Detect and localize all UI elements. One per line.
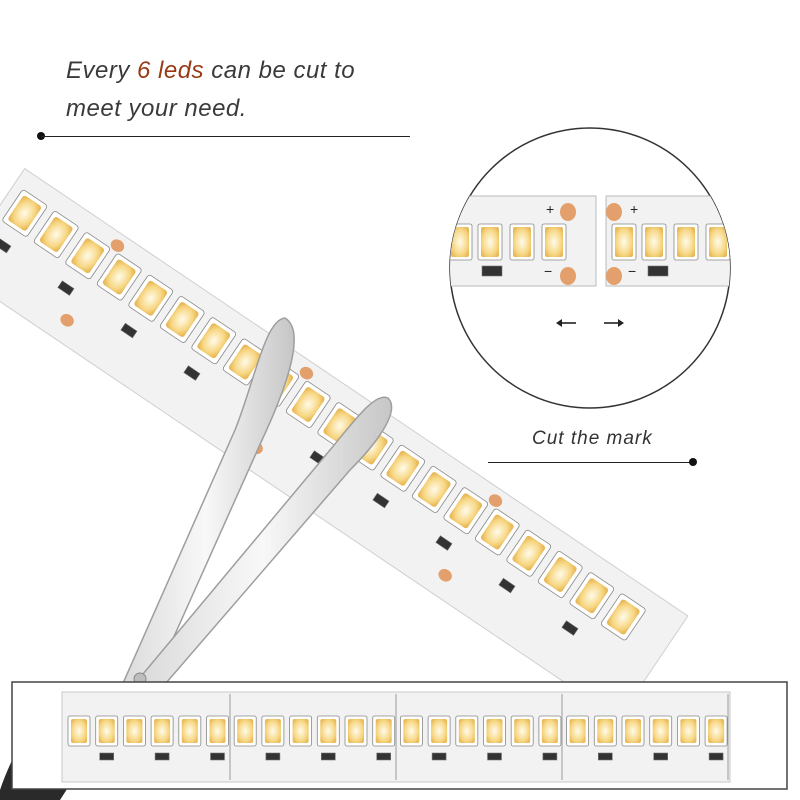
cut-caption: Cut the mark	[532, 428, 653, 449]
zoom-plus-left: +	[546, 201, 554, 217]
headline-rule	[41, 136, 410, 137]
led-chip	[458, 719, 475, 743]
resistor	[435, 535, 453, 551]
resistor	[647, 265, 669, 277]
resistor	[498, 577, 516, 594]
resistor	[0, 237, 12, 254]
resistor	[320, 752, 336, 761]
resistor	[376, 752, 392, 761]
led-chip	[645, 227, 663, 257]
led-chip	[417, 472, 451, 507]
headline: Every 6 leds can be cut to meet your nee…	[66, 52, 426, 128]
headline-suffix: can be cut to	[204, 57, 356, 84]
resistor	[265, 752, 281, 761]
led-chip	[708, 719, 725, 743]
led-chip	[375, 719, 392, 743]
led-chip	[98, 719, 115, 743]
led-chip	[431, 719, 448, 743]
led-chip	[8, 195, 42, 231]
diagonal-led-strip	[0, 167, 689, 720]
led-chip	[625, 719, 641, 743]
led-chip	[291, 387, 325, 422]
bottom-led-strip	[11, 681, 788, 790]
led-chip	[102, 259, 136, 295]
led-chip	[237, 719, 254, 743]
zoom-circle: + + − −	[449, 127, 731, 409]
led-chip	[680, 719, 697, 743]
copper-pad	[488, 494, 503, 507]
headline-prefix: Every	[66, 57, 138, 84]
led-chip	[513, 227, 531, 257]
led-chip	[197, 323, 231, 359]
diagonal-strip-leds	[0, 189, 646, 641]
resistor	[653, 752, 669, 761]
led-chip	[348, 719, 364, 743]
zoom-minus-right: −	[628, 263, 636, 279]
led-chip	[71, 238, 105, 274]
led-chip	[154, 719, 171, 743]
led-chip	[541, 719, 558, 743]
led-chip	[181, 719, 198, 743]
led-chip	[606, 599, 640, 635]
resistor	[372, 492, 390, 509]
resistor	[597, 752, 613, 761]
led-chip	[514, 719, 531, 743]
led-chip	[228, 344, 262, 380]
headline-line2: meet your need.	[66, 95, 247, 122]
led-chip	[481, 227, 499, 257]
led-chip	[126, 719, 143, 743]
resistor	[708, 752, 724, 761]
copper-pad	[299, 366, 314, 380]
copper-pad	[110, 239, 125, 252]
led-chip	[134, 280, 168, 316]
arrow-left-icon	[556, 319, 576, 327]
led-chip	[264, 719, 281, 743]
led-chip	[543, 557, 577, 592]
led-chip	[386, 450, 420, 486]
copper-pad	[438, 568, 452, 582]
bottom-strip-leds	[67, 694, 729, 780]
resistor	[487, 752, 502, 761]
copper-pad	[60, 313, 74, 327]
resistor	[99, 752, 114, 761]
led-chip	[71, 719, 87, 743]
zoom-plus-right: +	[630, 201, 638, 217]
resistor	[542, 752, 558, 761]
led-chip	[545, 227, 563, 257]
led-chip	[449, 493, 483, 529]
led-chip	[403, 719, 420, 743]
led-chip	[292, 719, 309, 743]
led-chip	[165, 302, 199, 337]
resistor	[481, 265, 503, 277]
led-chip	[39, 217, 73, 252]
led-chip	[575, 578, 609, 614]
led-chip	[569, 719, 586, 743]
led-chip	[486, 719, 503, 743]
resistor	[210, 752, 225, 761]
resistor	[431, 752, 447, 761]
zoom-minus-left: −	[544, 263, 552, 279]
resistor	[561, 620, 579, 636]
led-chip	[597, 719, 614, 743]
led-chip	[709, 227, 727, 257]
resistor	[120, 322, 138, 339]
caption-rule-dot	[689, 458, 697, 466]
zoom-strip-leds	[450, 223, 730, 277]
arrow-right-icon	[604, 319, 624, 327]
led-chip	[615, 227, 633, 257]
led-chip	[677, 227, 695, 257]
resistor	[154, 752, 170, 761]
led-chip	[209, 719, 226, 743]
led-chip	[652, 719, 669, 743]
led-chip	[320, 719, 337, 743]
resistor	[183, 365, 201, 381]
led-chip	[512, 535, 546, 571]
headline-highlight: 6 leds	[137, 57, 205, 84]
resistor	[57, 280, 75, 296]
led-chip	[323, 408, 357, 444]
led-chip	[480, 514, 514, 550]
led-chip	[451, 227, 469, 257]
caption-rule	[488, 462, 692, 463]
